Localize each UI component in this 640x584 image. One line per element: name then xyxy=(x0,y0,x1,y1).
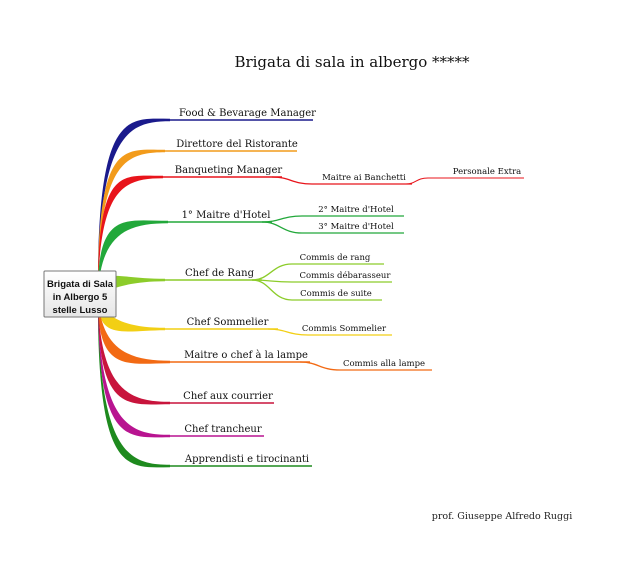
sub-branch-label-commis-sommelier: Commis Sommelier xyxy=(302,324,387,334)
branch-label-chef-sommelier: Chef Sommelier xyxy=(187,317,269,328)
author-credit: prof. Giuseppe Alfredo Ruggi xyxy=(432,511,572,522)
sub-branch-label-commis-alla-lampe: Commis alla lampe xyxy=(343,359,425,369)
root-node-line-2: in Albergo 5 xyxy=(53,292,108,303)
sub-branch-label-commis-de-rang: Commis de rang xyxy=(300,253,371,263)
root-node-line-1: Brigata di Sala xyxy=(47,279,114,290)
branch-label-direttore-del-ristorante: Direttore del Ristorante xyxy=(176,139,298,150)
root-node-box xyxy=(43,270,117,318)
sub-branch-line-commis-de-suite xyxy=(251,279,382,301)
branch-label-banqueting-manager: Banqueting Manager xyxy=(175,165,283,176)
branch-label-food-bevarage-manager: Food & Bevarage Manager xyxy=(179,108,316,119)
sub-branch-label-commis-de-suite: Commis de suite xyxy=(300,289,372,299)
sub-branch-label-commis-debarasseur: Commis débarasseur xyxy=(300,270,392,281)
branch-ribbon-chef-sommelier xyxy=(98,290,165,332)
branch-label-chef-trancheur: Chef trancheur xyxy=(184,424,261,435)
sub-branch-line-commis-sommelier xyxy=(267,328,392,336)
sub-branch-line-maitre-ai-banchetti xyxy=(271,176,412,185)
diagram-title: Brigata di sala in albergo ***** xyxy=(234,53,470,71)
branch-ribbon-maitre-o-chef-a-la-lampe xyxy=(98,294,170,364)
branch-label-apprendisti-e-tirocinanti: Apprendisti e tirocinanti xyxy=(184,454,309,465)
root-node-line-3: stelle Lusso xyxy=(53,305,108,316)
branch-label-chef-aux-courrier: Chef aux courrier xyxy=(183,391,273,402)
sub-branch-label-2-maitre-d-hotel: 2° Maitre d'Hotel xyxy=(318,205,394,215)
sub-branch-label-3-maitre-d-hotel: 3° Maitre d'Hotel xyxy=(318,222,394,232)
sub-branch-label-maitre-ai-banchetti: Maitre ai Banchetti xyxy=(322,173,406,183)
leaf-label-personale-extra: Personale Extra xyxy=(453,167,521,177)
sub-branch-line-commis-alla-lampe xyxy=(299,361,432,371)
branch-label-1-maitre-d-hotel: 1° Maitre d'Hotel xyxy=(182,210,271,221)
sub-branch-line-3-maitre-d-hotel xyxy=(261,221,404,234)
branch-label-chef-de-rang: Chef de Rang xyxy=(185,268,255,279)
root-node: Brigata di Sala in Albergo 5 stelle Luss… xyxy=(43,270,117,318)
leaf-line-personale-extra xyxy=(405,177,524,185)
branch-label-maitre-o-chef-a-la-lampe: Maitre o chef à la lampe xyxy=(184,350,308,361)
